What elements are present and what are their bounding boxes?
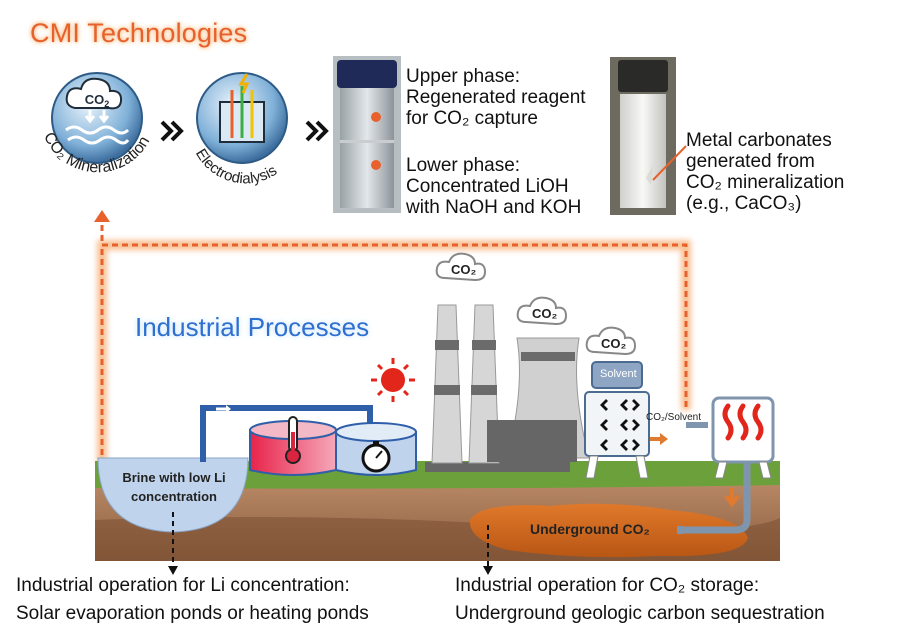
upper-phase-annotation: Upper phase: Regenerated reagent for CO₂… <box>406 66 586 129</box>
footer-left: Industrial operation for Li concentratio… <box>16 575 369 624</box>
sun-icon <box>371 358 415 402</box>
pointer-arrow <box>483 525 493 575</box>
solvent-label: Solvent <box>600 368 637 380</box>
evaporation-pond <box>335 422 417 476</box>
pointer-arrow <box>168 512 178 575</box>
footer-right: Industrial operation for CO₂ storage: Un… <box>455 575 825 624</box>
heater-unit <box>711 396 775 479</box>
flow-arrow <box>650 422 708 445</box>
injection-pipe <box>677 462 751 534</box>
co2-cloud-icon <box>585 326 637 356</box>
recycle-flow-arrow <box>94 210 691 465</box>
svg-text:CO2: CO2 <box>85 92 110 109</box>
co2-solvent-label: CO₂/Solvent <box>646 412 702 423</box>
carbonate-annotation: Metal carbonates generated from CO₂ mine… <box>686 130 845 214</box>
lower-phase-annotation: Lower phase: Concentrated LiOH with NaOH… <box>406 155 582 218</box>
chevron-right-icon <box>160 120 184 142</box>
industrial-processes-heading: Industrial Processes <box>135 312 370 342</box>
co2-cloud-icon <box>435 252 487 282</box>
vial-photo-carbonate <box>610 57 687 215</box>
brine-label: Brine with low Li concentration <box>122 470 226 504</box>
heating-pond <box>249 416 337 476</box>
absorber-column <box>584 361 650 479</box>
brine-pipe <box>200 405 373 462</box>
page-title: CMI Technologies <box>30 18 248 48</box>
underground-co2-reservoir <box>469 503 748 558</box>
electrodialysis-icon <box>196 72 288 164</box>
cooling-tower <box>487 337 590 462</box>
co2-cloud-icon <box>516 296 568 326</box>
cloud-label: CO₂ <box>451 262 477 277</box>
cloud-label: CO₂ <box>532 306 558 321</box>
vial-photo-liquid <box>333 56 401 213</box>
co2-mineralization-icon: CO2 <box>51 72 143 164</box>
underground-co2-label: Underground CO₂ <box>530 521 650 537</box>
cloud-label: CO₂ <box>601 336 627 351</box>
chevron-right-icon <box>305 120 329 142</box>
